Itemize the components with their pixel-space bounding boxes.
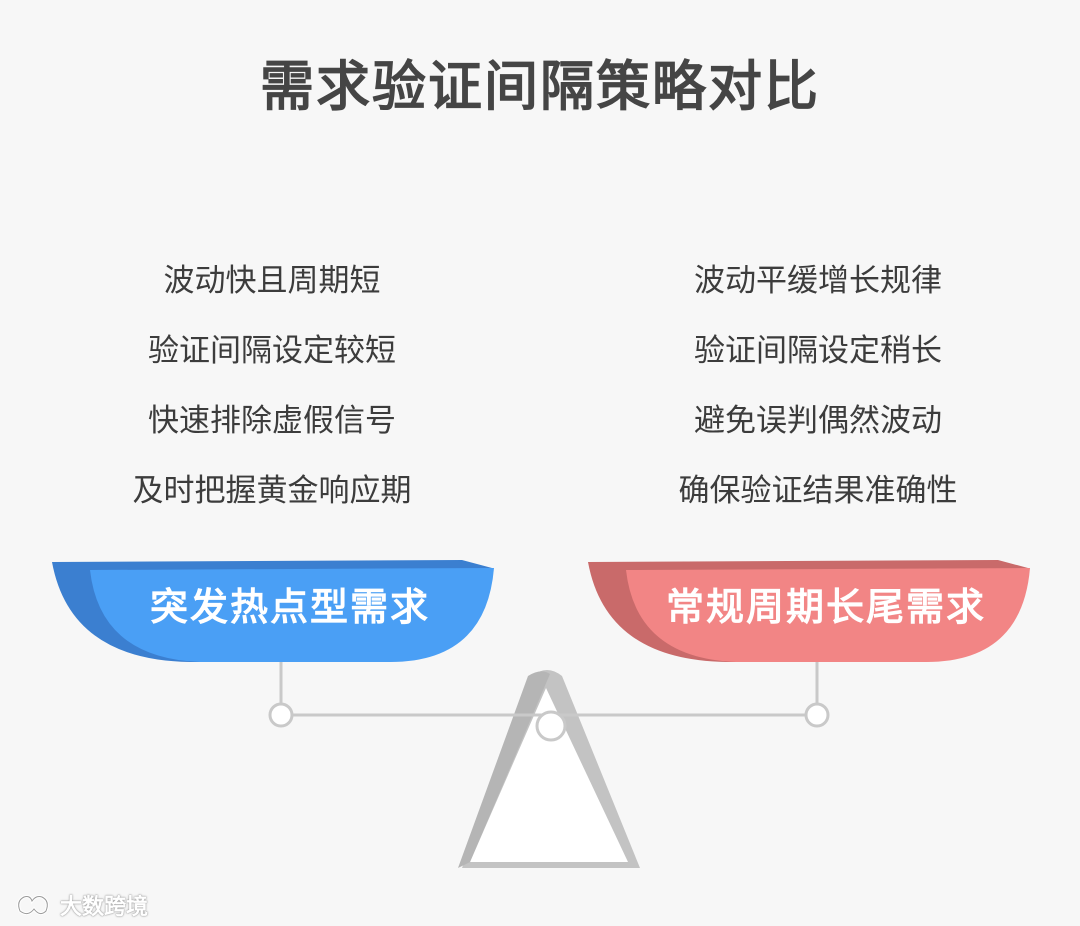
brand-logo-icon xyxy=(14,891,54,919)
watermark-text: 大数跨境 xyxy=(60,889,148,921)
right-beam-joint xyxy=(806,704,828,726)
watermark: 大数跨境 xyxy=(14,889,148,921)
left-beam-joint xyxy=(270,704,292,726)
left-category-label: 突发热点型需求 xyxy=(100,573,480,641)
pivot-joint xyxy=(537,712,565,740)
fulcrum-triangle xyxy=(458,670,640,868)
right-category-label: 常规周期长尾需求 xyxy=(636,573,1016,641)
